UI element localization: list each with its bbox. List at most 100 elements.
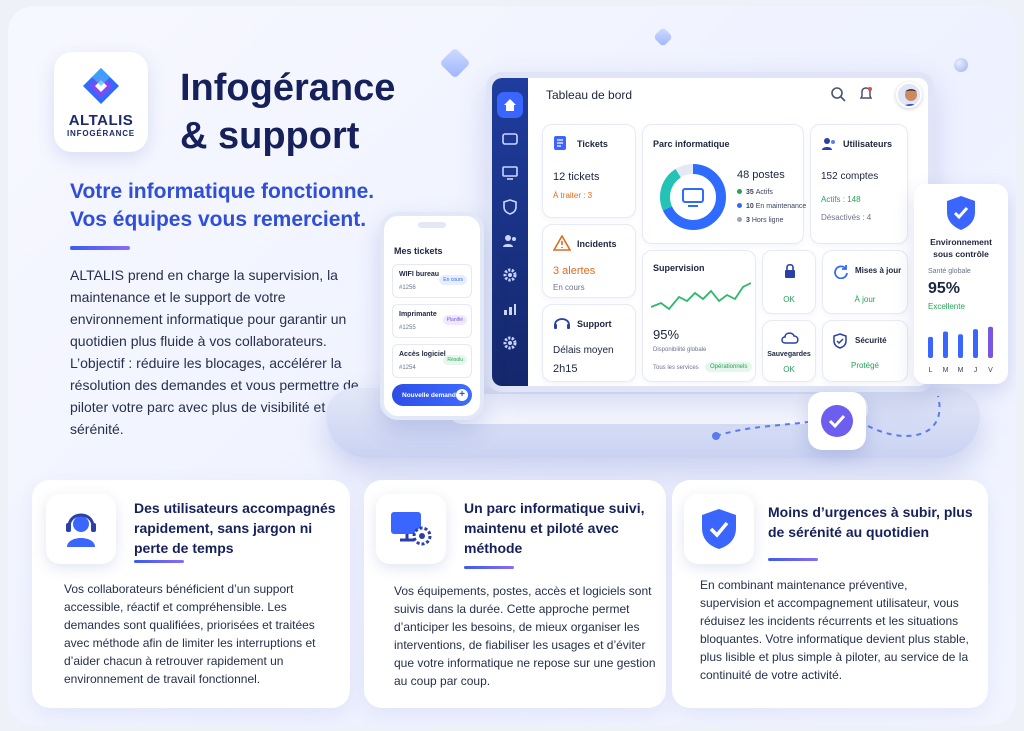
monitor-icon[interactable] (501, 164, 519, 182)
status-badge: Résolu (443, 355, 467, 365)
brand-name: ALTALIS (68, 112, 134, 129)
security-tile[interactable]: Sécurité Protégé (822, 320, 908, 382)
ticket-id: #1255 (399, 325, 416, 331)
intro-paragraph: ALTALIS prend en charge la supervision, … (70, 267, 359, 437)
legend-count: 35 (746, 189, 756, 196)
users-icon[interactable] (501, 232, 519, 250)
legend-dot (737, 203, 742, 208)
day-label: M (943, 367, 949, 374)
health-bar (988, 326, 993, 358)
accent-divider (464, 566, 514, 569)
parc-legend-item: 35 Actifs (737, 189, 773, 196)
plus-icon: + (456, 389, 468, 401)
page-card: ALTALIS INFOGÉRANCE Infogérance & suppor… (8, 6, 1016, 725)
gear-icon[interactable] (501, 266, 519, 284)
health-label: Santé globale (928, 268, 971, 275)
env-title: Environnement sous contrôle (930, 237, 992, 259)
incidents-tile[interactable]: Incidents 3 alertes En cours (542, 224, 636, 298)
page-title: Infogérance & support (180, 67, 396, 157)
users-tile[interactable]: Utilisateurs 152 comptes Actifs : 148 Dé… (810, 124, 908, 244)
health-bar (958, 334, 963, 358)
feature-icon-box (684, 494, 754, 564)
users-icon (822, 138, 835, 150)
check-circle-icon (821, 405, 853, 437)
feature-text: Vos équipements, postes, accès et logici… (394, 584, 656, 688)
shield-check-icon (947, 196, 975, 230)
health-status: Excellente (928, 302, 965, 311)
status-badge: Planifié (442, 315, 467, 325)
refresh-icon (834, 265, 848, 279)
ticket-id: #1254 (399, 365, 416, 371)
dashboard-sidebar (492, 78, 528, 386)
support-tile[interactable]: Support Délais moyen 2h15 (542, 304, 636, 382)
headset-icon (554, 318, 570, 329)
logo-mark-icon (83, 68, 119, 104)
phone-title: Mes tickets (394, 246, 443, 256)
avatar[interactable] (896, 82, 922, 108)
lock-tile[interactable]: OK (762, 250, 816, 314)
health-bar (973, 329, 978, 358)
phone-notch (418, 222, 446, 228)
environment-card: Environnement sous contrôle Santé global… (914, 184, 1008, 384)
shield-check-icon (702, 509, 736, 549)
brand-logo: ALTALIS INFOGÉRANCE (54, 52, 148, 152)
new-request-button[interactable]: Nouvelle demande + (392, 384, 472, 406)
ticket-name: WIFI bureau (399, 271, 440, 278)
updates-tile[interactable]: Mises à jour À jour (822, 250, 908, 314)
home-icon[interactable] (497, 92, 523, 118)
settings-icon[interactable] (501, 334, 519, 352)
legend-count: 3 (746, 217, 752, 224)
legend-label: Hors ligne (751, 217, 784, 224)
chart-icon[interactable] (501, 300, 519, 318)
supervision-tile[interactable]: Supervision 95% Disponibilité globale To… (642, 250, 756, 382)
accent-divider (70, 246, 130, 250)
cloud-icon (781, 332, 799, 344)
legend-dot (737, 217, 742, 222)
tagline: Votre informatique fonctionne. Vos équip… (70, 180, 375, 231)
ticket-icon (554, 136, 566, 150)
feature-text: Vos collaborateurs bénéficient d’un supp… (64, 582, 316, 686)
cube-decoration (439, 47, 471, 79)
tickets-tile[interactable]: Tickets 12 tickets À traiter : 3 (542, 124, 636, 218)
legend-dot (737, 189, 742, 194)
headset-user-icon (66, 513, 96, 547)
parc-legend-item: 3 Hors ligne (737, 217, 783, 224)
laptop-keyboard (448, 394, 868, 424)
orb-decoration (954, 58, 968, 72)
dashboard-screen: Tableau de bord Tickets 12 tickets À tra… (486, 72, 934, 392)
dotted-connector (712, 395, 941, 440)
parc-legend-item: 10 En maintenance (737, 203, 806, 210)
day-label: V (988, 367, 993, 374)
backups-tile[interactable]: Sauvegardes OK (762, 320, 816, 382)
warning-icon (553, 235, 571, 251)
supervision-sparkline (651, 282, 751, 311)
status-badge: En cours (439, 275, 467, 285)
ticket-icon[interactable] (501, 130, 519, 148)
legend-count: 10 (746, 203, 756, 210)
bell-icon[interactable] (858, 86, 874, 102)
dashboard-title: Tableau de bord (546, 88, 633, 102)
day-label: M (958, 367, 964, 374)
health-bar (928, 336, 933, 358)
feature-icon-box (376, 494, 446, 564)
legend-label: Actifs (755, 189, 773, 196)
feature-text: En combinant maintenance préventive, sup… (700, 578, 969, 682)
day-label: J (974, 367, 978, 374)
status-badge: Opérationnels (705, 362, 753, 372)
shield-icon[interactable] (501, 198, 519, 216)
search-icon[interactable] (830, 86, 846, 102)
legend-label: En maintenance (755, 203, 807, 210)
floating-check-badge (808, 392, 866, 450)
day-label: L (929, 367, 933, 374)
brand-subtitle: INFOGÉRANCE (67, 129, 135, 138)
shield-check-icon (833, 333, 847, 349)
feature-title: Des utilisateurs accompagnés rapidement,… (134, 500, 336, 556)
feature-card-parc: Un parc informatique suivi, maintenu et … (364, 480, 666, 708)
health-value: 95% (928, 280, 961, 297)
